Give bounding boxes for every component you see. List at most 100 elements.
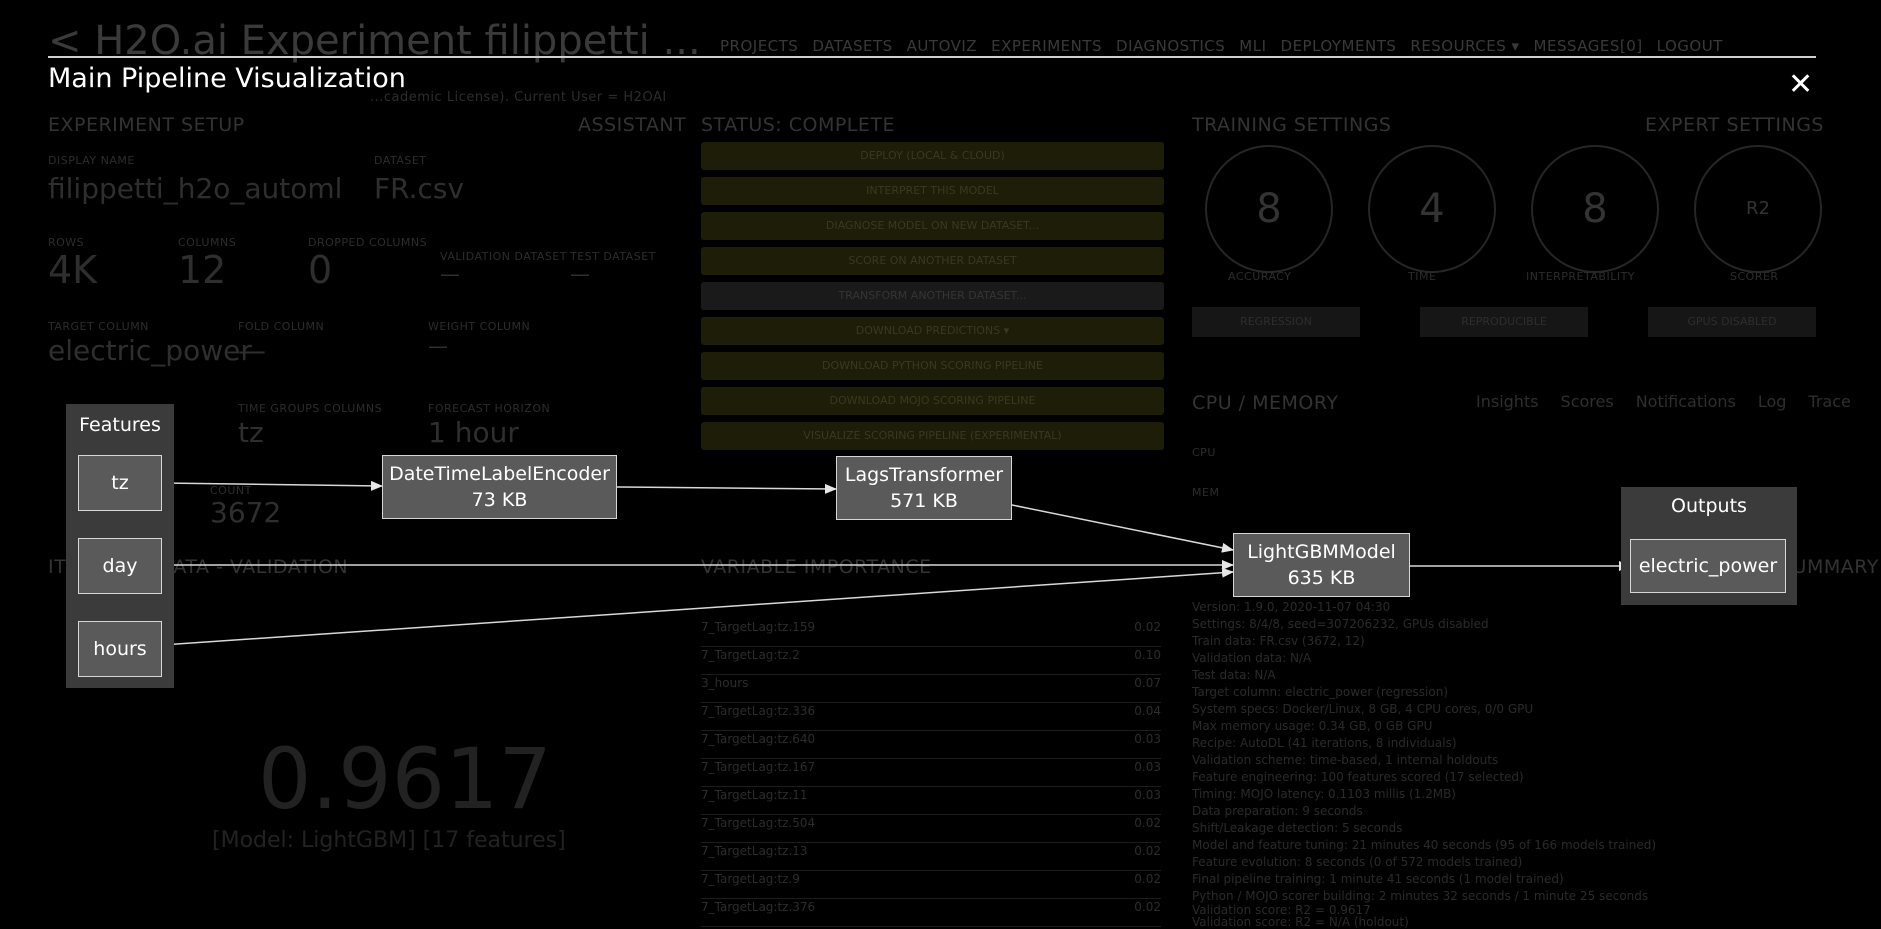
rows-value: 4K bbox=[48, 248, 98, 292]
nav-diagnostics[interactable]: DIAGNOSTICS bbox=[1116, 37, 1226, 55]
assistant-link[interactable]: ASSISTANT bbox=[578, 114, 687, 136]
summary-line: Test data: N/A bbox=[1192, 668, 1276, 682]
output-node-electric-power[interactable]: electric_power bbox=[1630, 539, 1786, 593]
download-predictions-button[interactable]: DOWNLOAD PREDICTIONS ▾ bbox=[701, 317, 1164, 345]
nav-projects[interactable]: PROJECTS bbox=[720, 37, 799, 55]
summary-line: Timing: MOJO latency: 0.1103 millis (1.2… bbox=[1192, 787, 1456, 801]
summary-line: Recipe: AutoDL (41 iterations, 8 individ… bbox=[1192, 736, 1457, 750]
feature-node-label: tz bbox=[111, 472, 129, 494]
rows-label: ROWS bbox=[48, 236, 85, 249]
interpret-button[interactable]: INTERPRET THIS MODEL bbox=[701, 177, 1164, 205]
time-label: TIME bbox=[1408, 270, 1437, 283]
feature-node-day[interactable]: day bbox=[78, 538, 162, 594]
target-label: TARGET COLUMN bbox=[48, 320, 149, 333]
time-dial[interactable]: 4 bbox=[1368, 145, 1496, 273]
vi-row[interactable]: 7_TargetLag:tz.2 0.10 bbox=[701, 648, 1161, 675]
feature-node-hours[interactable]: hours bbox=[78, 621, 162, 677]
summary-line: Target column: electric_power (regressio… bbox=[1192, 685, 1449, 699]
tab-notifications[interactable]: Notifications bbox=[1635, 392, 1736, 411]
vi-name: 7_TargetLag:tz.504 bbox=[701, 816, 816, 830]
weight-label: WEIGHT COLUMN bbox=[428, 320, 531, 333]
download-python-pipeline-button[interactable]: DOWNLOAD PYTHON SCORING PIPELINE bbox=[701, 352, 1164, 380]
test-label: TEST DATASET bbox=[570, 250, 656, 263]
edge-lags-to-lightgbm bbox=[1011, 504, 1234, 553]
visualize-pipeline-button[interactable]: VISUALIZE SCORING PIPELINE (EXPERIMENTAL… bbox=[701, 422, 1164, 450]
transform-another-button[interactable]: TRANSFORM ANOTHER DATASET... bbox=[701, 282, 1164, 310]
time-groups-label: TIME GROUPS COLUMNS bbox=[238, 402, 383, 415]
vi-value: 0.03 bbox=[1134, 788, 1161, 802]
nav-resources[interactable]: RESOURCES ▾ bbox=[1410, 37, 1520, 55]
summary-line: Final pipeline training: 1 minute 41 sec… bbox=[1192, 872, 1564, 886]
node-lightgbm-model[interactable]: LightGBMModel 635 KB bbox=[1233, 533, 1410, 597]
summary-line: Validation score: R2 = N/A (holdout) bbox=[1192, 915, 1409, 929]
scorer-label: SCORER bbox=[1730, 270, 1779, 283]
scorer-dial[interactable]: R2 bbox=[1694, 145, 1822, 273]
score-another-button[interactable]: SCORE ON ANOTHER DATASET bbox=[701, 247, 1164, 275]
vi-value: 0.10 bbox=[1134, 648, 1161, 662]
nav-deployments[interactable]: DEPLOYMENTS bbox=[1280, 37, 1397, 55]
vi-value: 0.02 bbox=[1134, 816, 1161, 830]
node-size: 73 KB bbox=[471, 489, 528, 511]
diagnose-button[interactable]: DIAGNOSE MODEL ON NEW DATASET... bbox=[701, 212, 1164, 240]
vi-value: 0.07 bbox=[1134, 676, 1161, 690]
accuracy-dial[interactable]: 8 bbox=[1205, 145, 1333, 273]
display-name-label: DISPLAY NAME bbox=[48, 154, 135, 167]
summary-line: Feature evolution: 8 seconds (0 of 572 m… bbox=[1192, 855, 1523, 869]
nav-experiments[interactable]: EXPERIMENTS bbox=[991, 37, 1103, 55]
download-mojo-pipeline-button[interactable]: DOWNLOAD MOJO SCORING PIPELINE bbox=[701, 387, 1164, 415]
feature-node-tz[interactable]: tz bbox=[78, 455, 162, 511]
tab-log[interactable]: Log bbox=[1757, 392, 1787, 411]
regression-pill[interactable]: REGRESSION bbox=[1192, 307, 1360, 337]
vi-name: 7_TargetLag:tz.640 bbox=[701, 732, 816, 746]
vi-row[interactable]: 7_TargetLag:tz.504 0.02 bbox=[701, 816, 1161, 843]
summary-line: Settings: 8/4/8, seed=307206232, GPUs di… bbox=[1192, 617, 1489, 631]
dropped-label: DROPPED COLUMNS bbox=[308, 236, 428, 249]
reproducible-pill[interactable]: REPRODUCIBLE bbox=[1420, 307, 1588, 337]
setup-header: EXPERIMENT SETUP bbox=[48, 114, 245, 136]
tab-scores[interactable]: Scores bbox=[1560, 392, 1614, 411]
node-datetime-label-encoder[interactable]: DateTimeLabelEncoder 73 KB bbox=[382, 455, 617, 519]
output-node-label: electric_power bbox=[1638, 555, 1778, 577]
nav-autoviz[interactable]: AUTOVIZ bbox=[906, 37, 978, 55]
vi-name: 7_TargetLag:tz.2 bbox=[701, 648, 800, 662]
summary-line: Shift/Leakage detection: 5 seconds bbox=[1192, 821, 1403, 835]
validation-score-caption: [Model: LightGBM] [17 features] bbox=[212, 828, 566, 853]
tab-insights[interactable]: Insights bbox=[1476, 392, 1539, 411]
close-icon[interactable]: ✕ bbox=[1788, 67, 1814, 102]
nav-messages[interactable]: MESSAGES[0] bbox=[1533, 37, 1643, 55]
nav-mli[interactable]: MLI bbox=[1239, 37, 1267, 55]
vi-value: 0.02 bbox=[1134, 620, 1161, 634]
vi-row[interactable]: 7_TargetLag:tz.9 0.02 bbox=[701, 872, 1161, 899]
license-line: ...cademic License). Current User = H2OA… bbox=[370, 90, 667, 105]
vi-row[interactable]: 7_TargetLag:tz.159 0.02 bbox=[701, 620, 1161, 647]
deploy-button[interactable]: DEPLOY (LOCAL & CLOUD) bbox=[701, 142, 1164, 170]
vi-value: 0.02 bbox=[1134, 872, 1161, 886]
interpretability-dial[interactable]: 8 bbox=[1531, 145, 1659, 273]
tab-trace[interactable]: Trace bbox=[1808, 392, 1851, 411]
summary-header: SUMMARY bbox=[1780, 556, 1879, 578]
vi-name: 7_TargetLag:tz.159 bbox=[701, 620, 816, 634]
vi-value: 0.02 bbox=[1134, 844, 1161, 858]
node-name: LagsTransformer bbox=[844, 464, 1004, 486]
vi-name: 7_TargetLag:tz.9 bbox=[701, 872, 800, 886]
columns-value: 12 bbox=[178, 248, 227, 292]
fold-label: FOLD COLUMN bbox=[238, 320, 325, 333]
columns-label: COLUMNS bbox=[178, 236, 237, 249]
nav-logout[interactable]: LOGOUT bbox=[1656, 37, 1723, 55]
expert-settings-link[interactable]: EXPERT SETTINGS bbox=[1645, 114, 1824, 136]
gpus-pill[interactable]: GPUS DISABLED bbox=[1648, 307, 1816, 337]
dataset-value[interactable]: FR.csv bbox=[374, 172, 465, 205]
feature-node-label: day bbox=[102, 555, 138, 577]
nav-datasets[interactable]: DATASETS bbox=[812, 37, 893, 55]
count-value: 3672 bbox=[210, 496, 282, 529]
vi-value: 0.03 bbox=[1134, 760, 1161, 774]
validation-value: — bbox=[440, 262, 460, 286]
node-lags-transformer[interactable]: LagsTransformer 571 KB bbox=[836, 456, 1012, 520]
